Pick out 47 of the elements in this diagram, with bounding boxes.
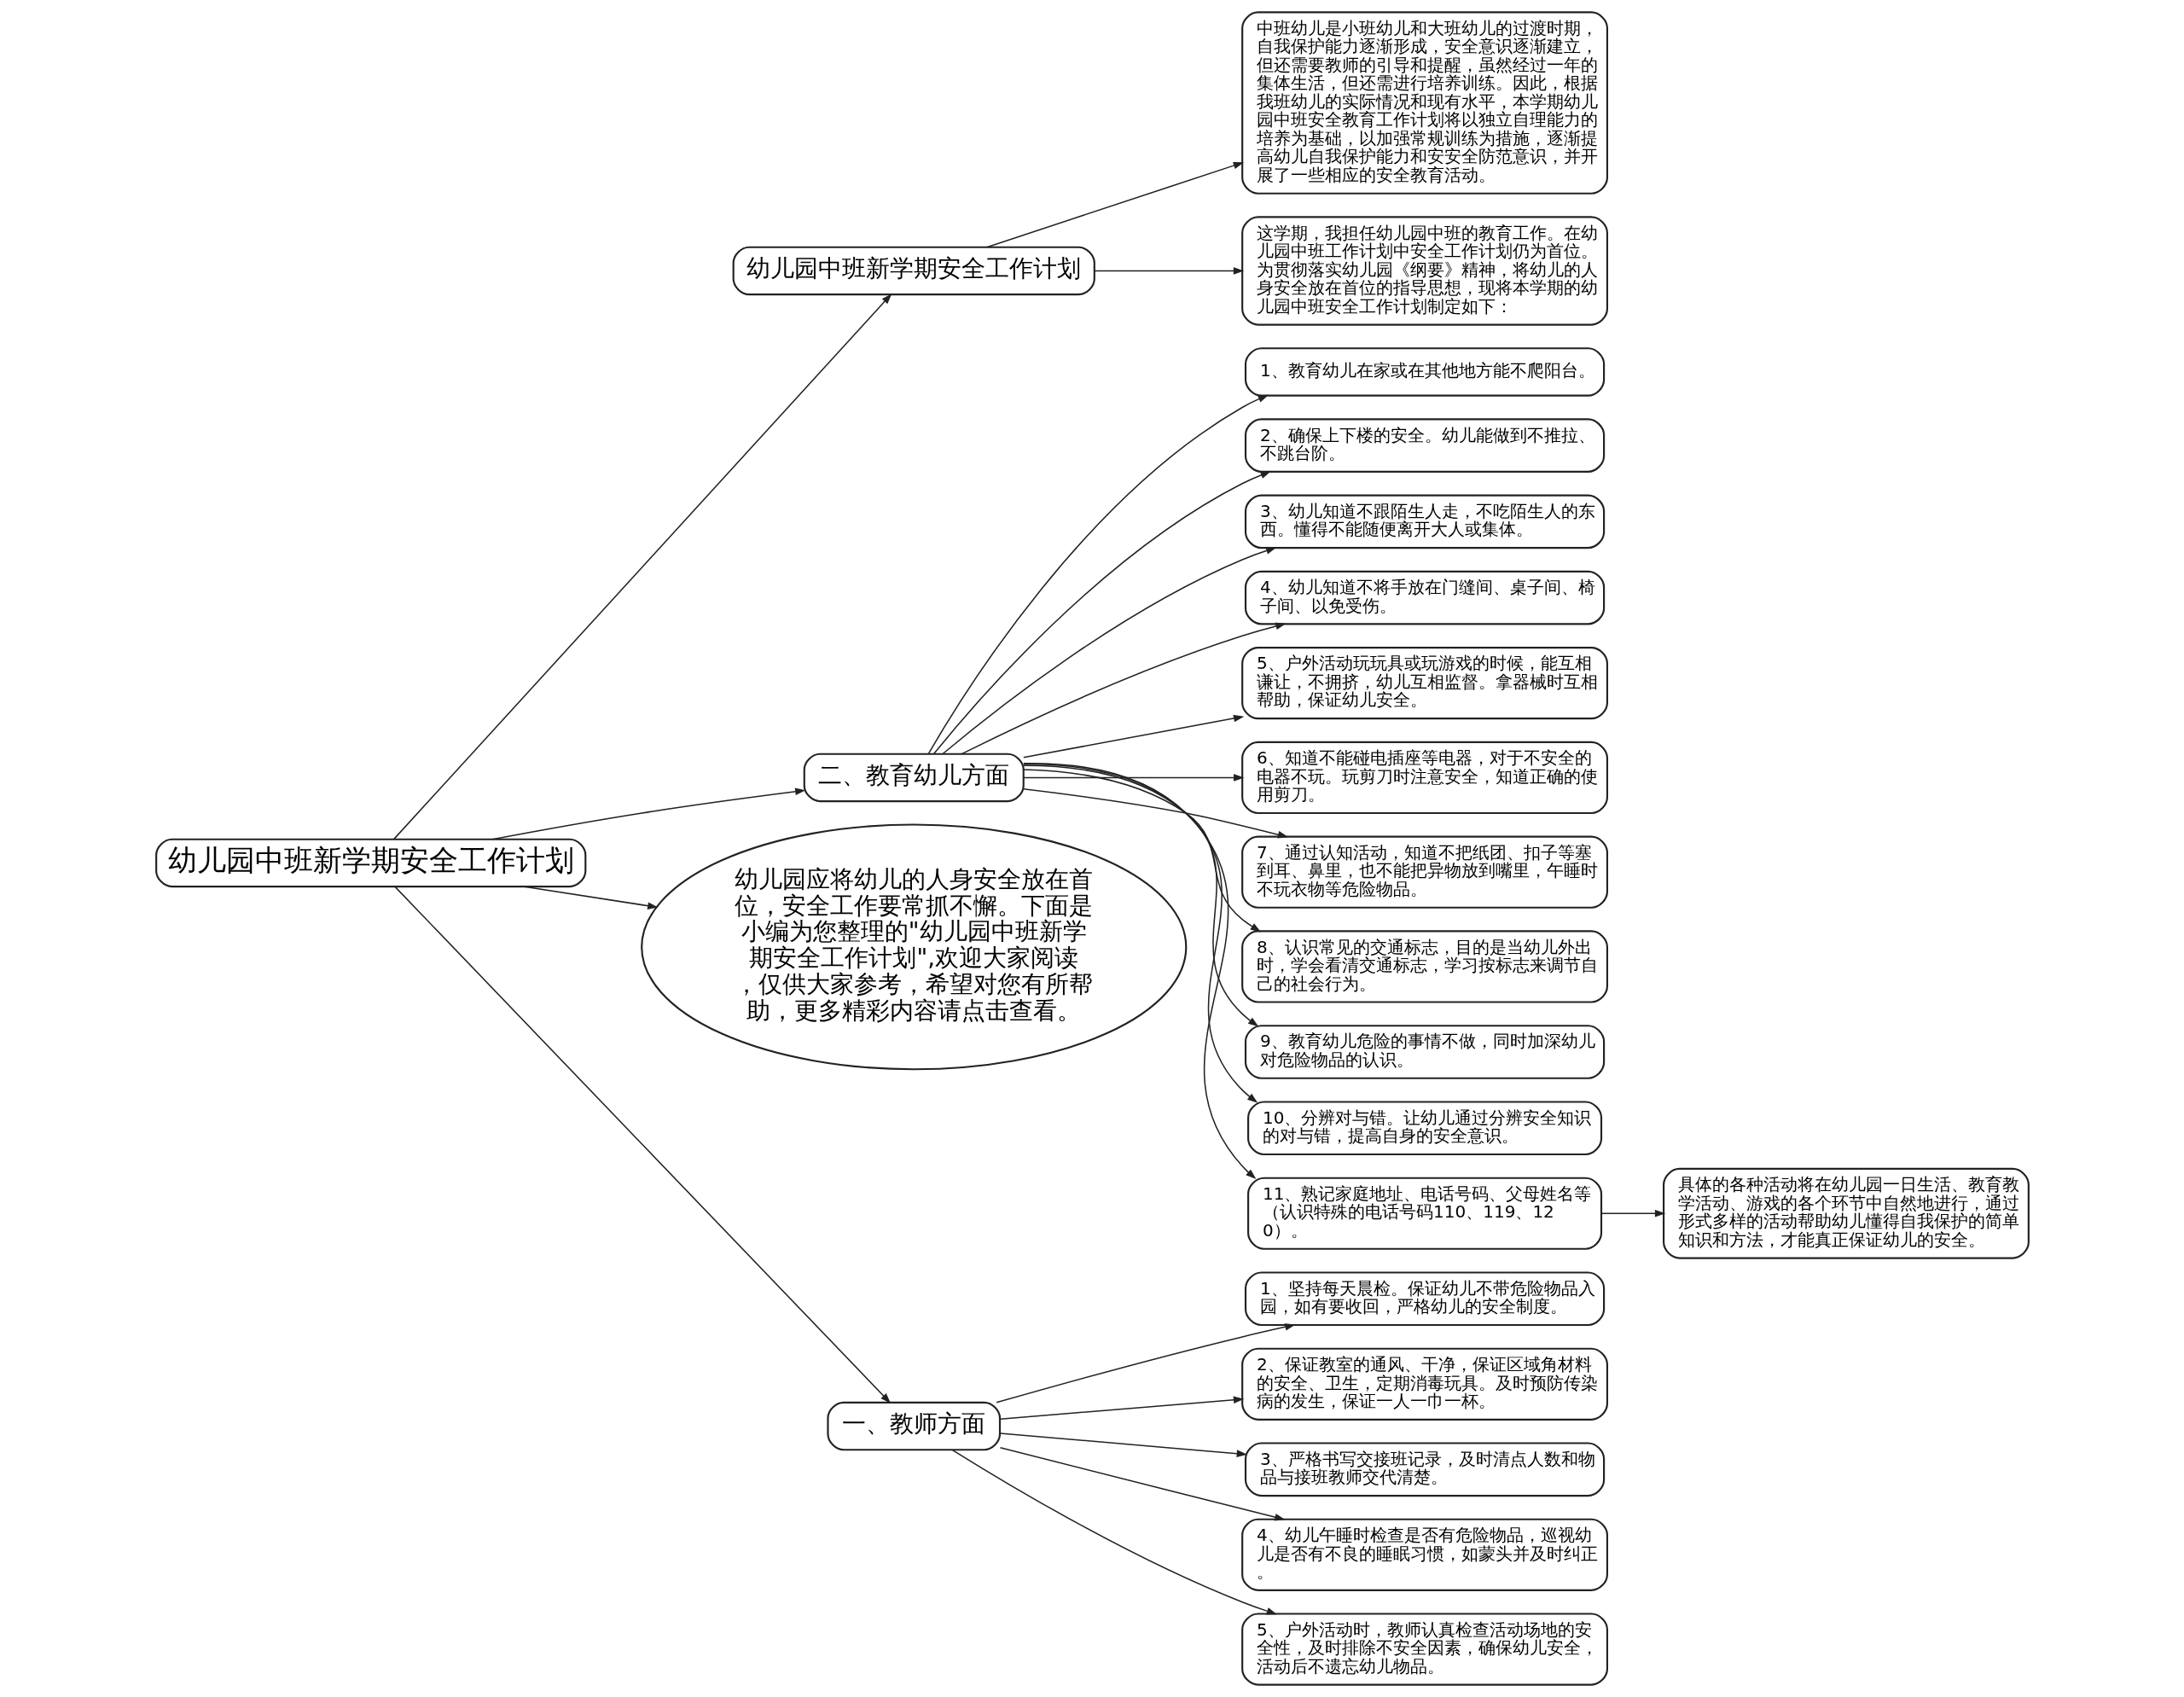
- node-box: 10、分辨对与错。让幼儿通过分辨安全知识的对与错，提高自身的安全意识。: [1246, 1101, 1602, 1156]
- node-box: 中班幼儿是小班幼儿和大班幼儿的过渡时期，自我保护能力逐渐形成，安全意识逐渐建立，但还需要教师的引导和提醒，虽然经过一年的集体生活，但还需进行培养训练。因此，根据我班幼儿的实际情况和现有水平，本学期幼儿园中班安全教育工作计划将以独立自理能力的培养为基础，以加强常规训练为措施，逐渐提高幼儿自我保护能力和安安全防范意识，并开展了一些相应的安全教育活动。: [1240, 11, 1608, 195]
- node-box: 1、坚持每天晨检。保证幼儿不带危险物品入园，如有要收回，严格幼儿的安全制度。: [1244, 1271, 1605, 1327]
- arrow: [985, 161, 1244, 248]
- node-box: 9、教育幼儿危险的事情不做，同时加深幼儿对危险物品的认识。: [1244, 1025, 1605, 1079]
- node-box: 4、幼儿午睡时检查是否有危险物品，巡视幼儿是否有不良的睡眠习惯，如蒙头并及时纠正。: [1240, 1518, 1608, 1591]
- arrow: [523, 886, 658, 910]
- node-box: 幼儿园中班新学期安全工作计划: [732, 246, 1095, 296]
- node-box: 2、确保上下楼的安全。幼儿能做到不推拉、不跳台阶。: [1244, 418, 1605, 473]
- node-box: 4、幼儿知道不将手放在门缝间、桌子间、椅子间、以免受伤。: [1244, 570, 1605, 625]
- node-box: 7、通过认知活动，知道不把纸团、扣子等塞到耳、鼻里，也不能把异物放到嘴里，午睡时不玩衣物等危险物品。: [1240, 835, 1608, 909]
- arrow: [995, 1323, 1296, 1404]
- arrow: [1022, 774, 1244, 782]
- node-box: 3、严格书写交接班记录，及时清点人数和物品与接班教师交代清楚。: [1244, 1442, 1605, 1497]
- arrow: [1093, 267, 1244, 275]
- arrow: [999, 1447, 1286, 1521]
- node-box: 幼儿园中班新学期安全工作计划: [154, 838, 586, 888]
- arrow: [1022, 763, 1256, 1179]
- arrow: [932, 471, 1271, 755]
- arrow: [927, 394, 1269, 755]
- arrow: [961, 622, 1287, 755]
- arrow: [491, 787, 805, 840]
- arrow: [999, 1396, 1244, 1421]
- node-box: 5、户外活动时，教师认真检查活动场地的安全性，及时排除不安全因素，确保幼儿安全，活动后不遗忘幼儿物品。: [1240, 1613, 1608, 1686]
- arrow: [951, 1449, 1277, 1615]
- node-box: 3、幼儿知道不跟陌生人走，不吃陌生人的东西。懂得不能随便离开大人或集体。: [1244, 494, 1605, 549]
- arrow: [999, 1433, 1247, 1457]
- arrow: [941, 547, 1276, 755]
- arrow: [1022, 714, 1244, 758]
- arrow: [392, 293, 892, 840]
- node-box: 这学期，我担任幼儿园中班的教育工作。在幼儿园中班工作计划中安全工作计划仍为首位。为贯彻落实幼儿园《纲要》精神，将幼儿的人身安全放在首位的指导思想，现将本学期的幼儿园中班安全工作计划制定如下：: [1240, 216, 1608, 326]
- arrow: [1022, 787, 1288, 839]
- node-ellipse: 幼儿园应将幼儿的人身安全放在首位，安全工作要常抓不懈。下面是小编为您整理的"幼儿园中班新学期安全工作计划",欢迎大家阅读，仅供大家参考，希望对您有所帮助，更多精彩内容请点击查看。: [640, 823, 1187, 1071]
- arrow: [393, 886, 891, 1404]
- arrow: [1022, 764, 1258, 1027]
- node-box: 一、教师方面: [826, 1401, 1001, 1451]
- node-box: 8、认识常见的交通标志，目的是当幼儿外出时，学会看清交通标志，学习按标志来调节自己的社会行为。: [1240, 930, 1608, 1003]
- node-box: 2、保证教室的通风、干净，保证区域角材料的安全、卫生，定期消毒玩具。及时预防传染病的发生，保证一人一巾一杯。: [1240, 1347, 1608, 1421]
- node-box: 11、熟记家庭地址、电话号码、父母姓名等（认识特殊的电话号码110、119、120）。: [1246, 1177, 1602, 1250]
- arrow: [1022, 769, 1261, 933]
- arrow: [1022, 763, 1258, 1103]
- node-box: 二、教育幼儿方面: [803, 753, 1025, 803]
- node-box: 1、教育幼儿在家或在其他地方能不爬阳台。: [1244, 347, 1605, 397]
- node-box: 5、户外活动玩玩具或玩游戏的时候，能互相谦让，不拥挤，幼儿互相监督。拿器械时互相帮助，保证幼儿安全。: [1240, 647, 1608, 720]
- arrow: [1600, 1209, 1665, 1218]
- node-box: 6、知道不能碰电插座等电器，对于不安全的电器不玩。玩剪刀时注意安全，知道正确的使用剪刀。: [1240, 741, 1608, 815]
- node-box: 具体的各种活动将在幼儿园一日生活、教育教学活动、游戏的各个环节中自然地进行，通过形式多样的活动帮助幼儿懂得自我保护的简单知识和方法，才能真正保证幼儿的安全。: [1662, 1167, 2030, 1259]
